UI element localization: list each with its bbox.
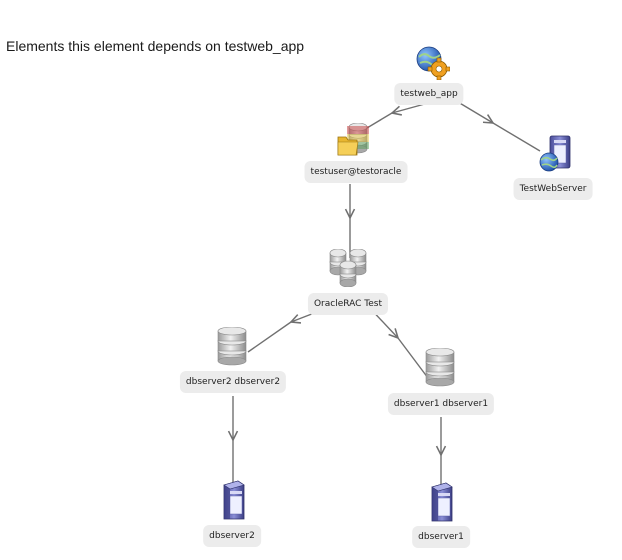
edge-testweb_app-to-webserver-tail — [492, 122, 541, 152]
edge-oraclerac-to-dbserver2db-tail — [247, 321, 292, 353]
edge-oraclerac-to-dbserver1db-tail — [397, 337, 429, 379]
node-label-webserver[interactable]: TestWebServer — [513, 178, 593, 200]
server-tower-icon[interactable] — [218, 479, 248, 521]
node-label-dbserver1[interactable]: dbserver1 — [412, 526, 470, 548]
database-cluster-icon[interactable] — [328, 248, 370, 288]
node-label-oraclerac[interactable]: OracleRAC Test — [307, 293, 389, 315]
node-label-testuser[interactable]: testuser@testoracle — [304, 161, 408, 183]
node-label-testweb_app[interactable]: testweb_app — [394, 83, 464, 105]
node-label-dbserver1db[interactable]: dbserver1 dbserver1 — [387, 393, 495, 415]
edge-testweb_app-to-webserver — [457, 101, 493, 123]
web-application-gear-icon[interactable] — [414, 44, 451, 81]
database-icon[interactable] — [216, 326, 250, 367]
database-schema-folder-icon[interactable] — [337, 122, 371, 157]
page-title: Elements this element depends on testweb… — [6, 38, 305, 54]
server-tower-icon[interactable] — [426, 481, 456, 523]
node-label-dbserver2[interactable]: dbserver2 — [203, 525, 261, 547]
database-icon[interactable] — [424, 347, 458, 388]
node-label-dbserver2db[interactable]: dbserver2 dbserver2 — [179, 371, 287, 393]
web-server-globe-icon[interactable] — [538, 134, 574, 174]
